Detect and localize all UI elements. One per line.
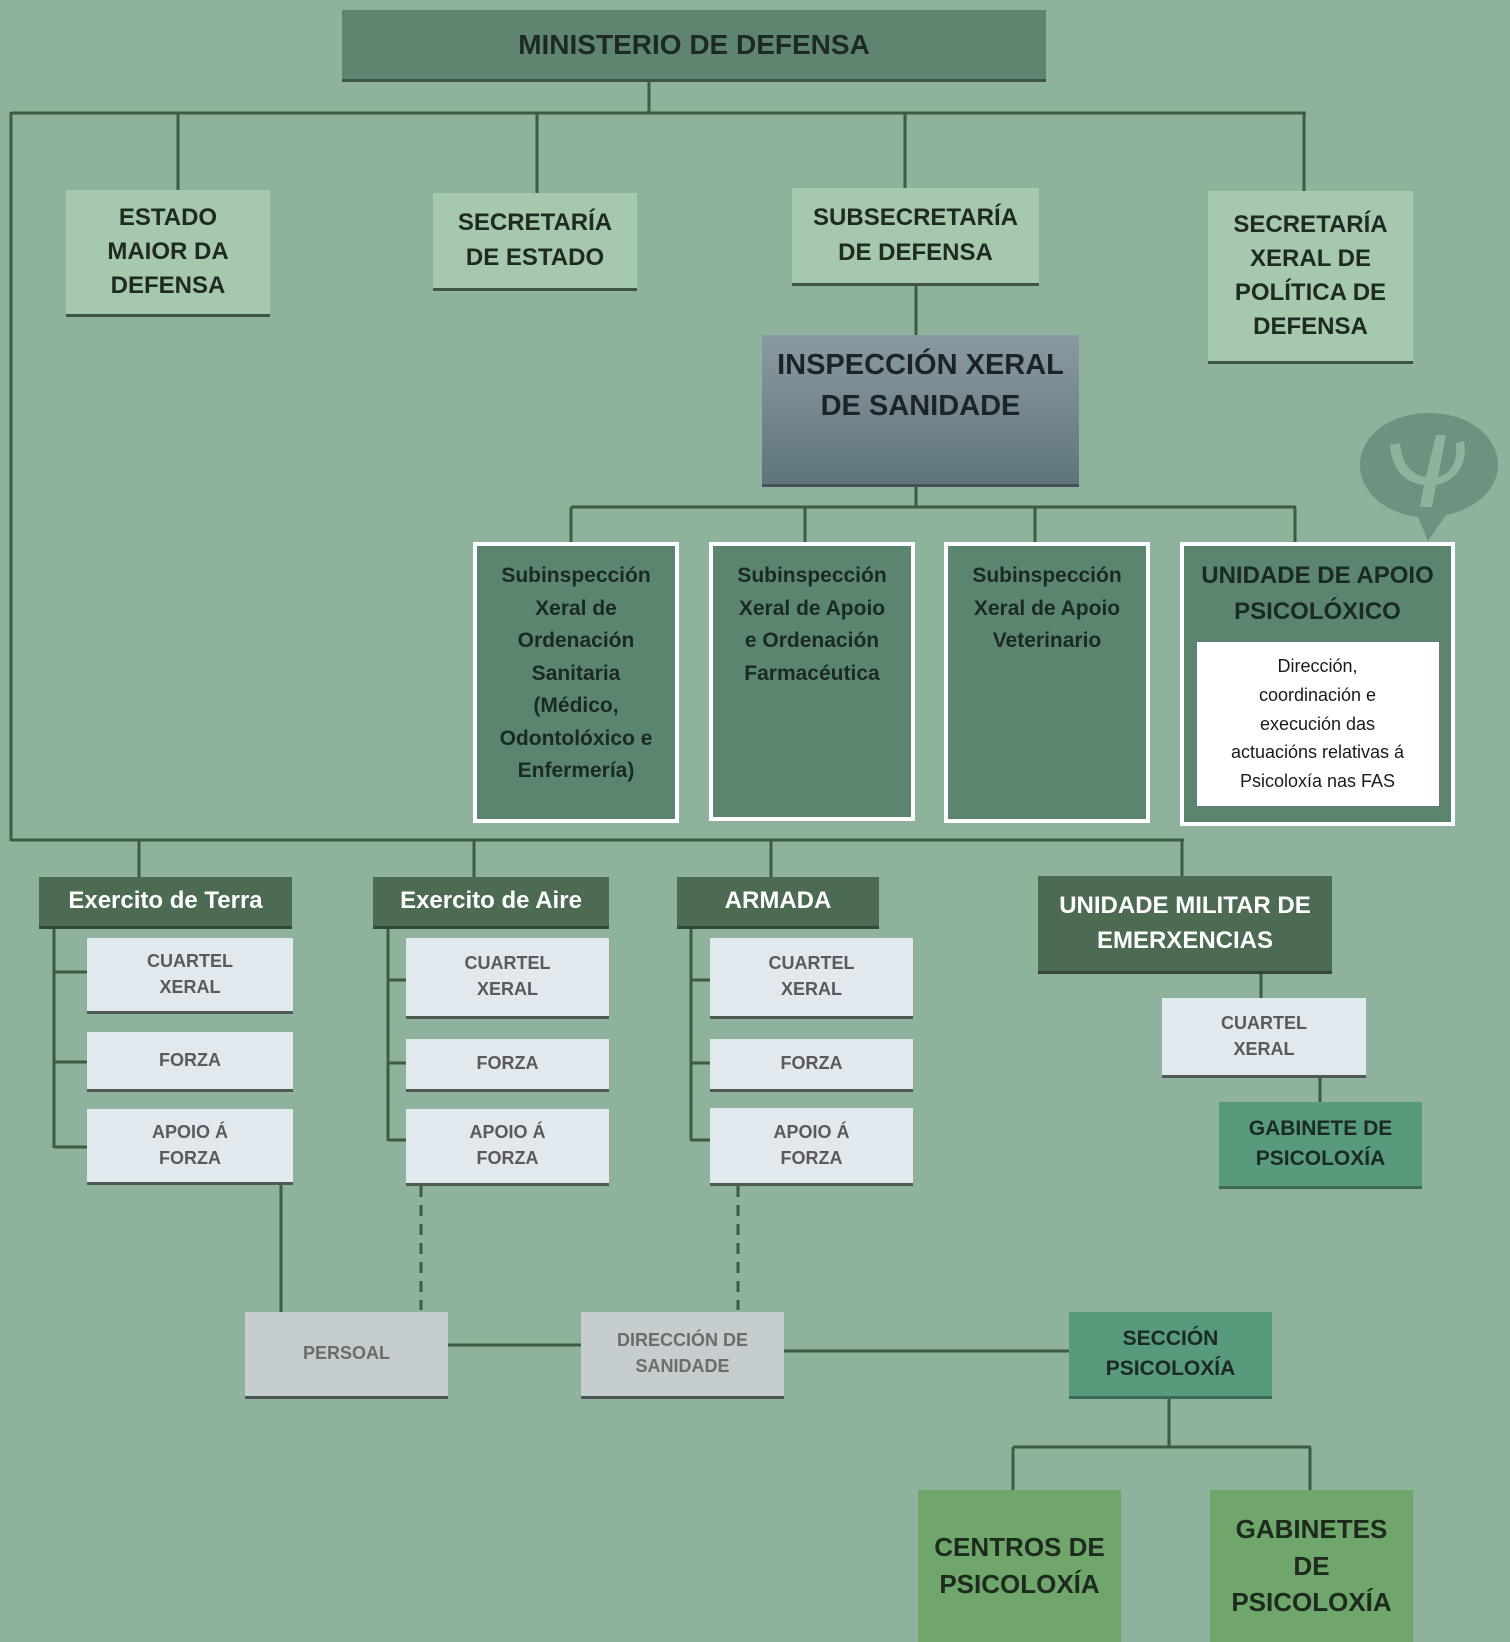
ministerio-box: MINISTERIO DE DEFENSA <box>342 10 1046 82</box>
persoal-label: PERSOAL <box>302 1343 390 1364</box>
subsecretaria-label: SUBSECRETARÍA DE DEFENSA <box>813 204 1018 266</box>
ume-gabinete-label: GABINETE DE PSICOLOXÍA <box>1248 1117 1393 1170</box>
armada-apoio-forza: APOIO Á FORZA <box>710 1108 913 1186</box>
unidade-apoio-description: Dirección, coordinación e execución das … <box>1196 642 1439 806</box>
subinspeccion-sanitaria-label: Subinspección Xeral de Ordenación Sanita… <box>499 564 653 783</box>
aire-apoio-forza: APOIO Á FORZA <box>406 1109 609 1186</box>
psi-logo-icon <box>1360 413 1498 541</box>
inspeccion-box: INSPECCIÓN XERAL DE SANIDADE <box>762 335 1079 487</box>
terra-apoio-label: APOIO Á FORZA <box>151 1121 228 1168</box>
gabinetes-psicoloxia-box: GABINETES DE PSICOLOXÍA <box>1210 1490 1413 1642</box>
aire-cuartel-label: CUARTEL XERAL <box>464 953 551 999</box>
subsecretaria-box: SUBSECRETARÍA DE DEFENSA <box>792 188 1039 286</box>
armada-forza: FORZA <box>710 1039 913 1092</box>
subinspeccion-sanitaria-box: Subinspección Xeral de Ordenación Sanita… <box>473 542 679 823</box>
gabinetes-psicoloxia-label: GABINETES DE PSICOLOXÍA <box>1231 1513 1392 1618</box>
direccion-sanidade-box: DIRECCIÓN DE SANIDADE <box>581 1312 784 1399</box>
aire-forza: FORZA <box>406 1039 609 1092</box>
ministerio-title: MINISTERIO DE DEFENSA <box>518 28 870 60</box>
ume-gabinete-psicoloxia: GABINETE DE PSICOLOXÍA <box>1219 1102 1422 1189</box>
unidade-apoio-psicoloxico-box: UNIDADE DE APOIO PSICOLÓXICO Dirección, … <box>1180 542 1455 826</box>
aire-forza-label: FORZA <box>476 1053 539 1074</box>
branch-armada-label: ARMADA <box>724 887 832 915</box>
branch-armada-header: ARMADA <box>677 877 879 929</box>
ume-header: UNIDADE MILITAR DE EMERXENCIAS <box>1038 876 1332 974</box>
subinspeccion-veterinario-box: Subinspección Xeral de Apoio Veterinario <box>944 542 1150 823</box>
estado-maior-box: ESTADO MAIOR DA DEFENSA <box>66 190 270 317</box>
branch-terra-label: Exercito de Terra <box>68 887 263 915</box>
terra-apoio-forza: APOIO Á FORZA <box>87 1109 293 1185</box>
subinspeccion-farmaceutica-box: Subinspección Xeral de Apoio e Ordenació… <box>709 542 915 821</box>
ume-label: UNIDADE MILITAR DE EMERXENCIAS <box>1059 892 1311 954</box>
seccion-psicoloxia-label: SECCIÓN PSICOLOXÍA <box>1105 1327 1236 1380</box>
secretaria-xeral-box: SECRETARÍA XERAL DE POLÍTICA DE DEFENSA <box>1208 191 1413 364</box>
ume-cuartel-label: CUARTEL XERAL <box>1221 1012 1307 1059</box>
ume-cuartel-xeral: CUARTEL XERAL <box>1162 998 1366 1078</box>
seccion-psicoloxia-box: SECCIÓN PSICOLOXÍA <box>1069 1312 1272 1399</box>
terra-cuartel-xeral: CUARTEL XERAL <box>87 938 293 1014</box>
armada-apoio-label: APOIO Á FORZA <box>773 1121 850 1168</box>
branch-aire-header: Exercito de Aire <box>373 877 609 929</box>
subinspeccion-veterinario-label: Subinspección Xeral de Apoio Veterinario <box>972 564 1122 653</box>
secretaria-estado-box: SECRETARÍA DE ESTADO <box>433 193 637 291</box>
branch-aire-label: Exercito de Aire <box>400 887 582 915</box>
armada-cuartel-xeral: CUARTEL XERAL <box>710 938 913 1019</box>
terra-forza: FORZA <box>87 1032 293 1092</box>
inspeccion-title: INSPECCIÓN XERAL DE SANIDADE <box>777 349 1064 423</box>
terra-cuartel-label: CUARTEL XERAL <box>147 950 233 997</box>
persoal-box: PERSOAL <box>245 1312 448 1399</box>
armada-forza-label: FORZA <box>780 1053 843 1074</box>
estado-maior-label: ESTADO MAIOR DA DEFENSA <box>107 203 229 300</box>
unidade-apoio-title: UNIDADE DE APOIO PSICOLÓXICO <box>1201 562 1434 625</box>
subinspeccion-farmaceutica-label: Subinspección Xeral de Apoio e Ordenació… <box>737 564 887 685</box>
armada-cuartel-label: CUARTEL XERAL <box>768 953 855 999</box>
aire-cuartel-xeral: CUARTEL XERAL <box>406 938 609 1019</box>
aire-apoio-label: APOIO Á FORZA <box>469 1122 546 1168</box>
branch-terra-header: Exercito de Terra <box>39 877 292 929</box>
centros-psicoloxia-label: CENTROS DE PSICOLOXÍA <box>934 1532 1105 1599</box>
centros-psicoloxia-box: CENTROS DE PSICOLOXÍA <box>918 1490 1121 1642</box>
secretaria-estado-label: SECRETARÍA DE ESTADO <box>457 209 613 271</box>
direccion-sanidade-label: DIRECCIÓN DE SANIDADE <box>616 1330 748 1376</box>
secretaria-xeral-label: SECRETARÍA XERAL DE POLÍTICA DE DEFENSA <box>1233 210 1388 341</box>
terra-forza-label: FORZA <box>159 1049 221 1070</box>
